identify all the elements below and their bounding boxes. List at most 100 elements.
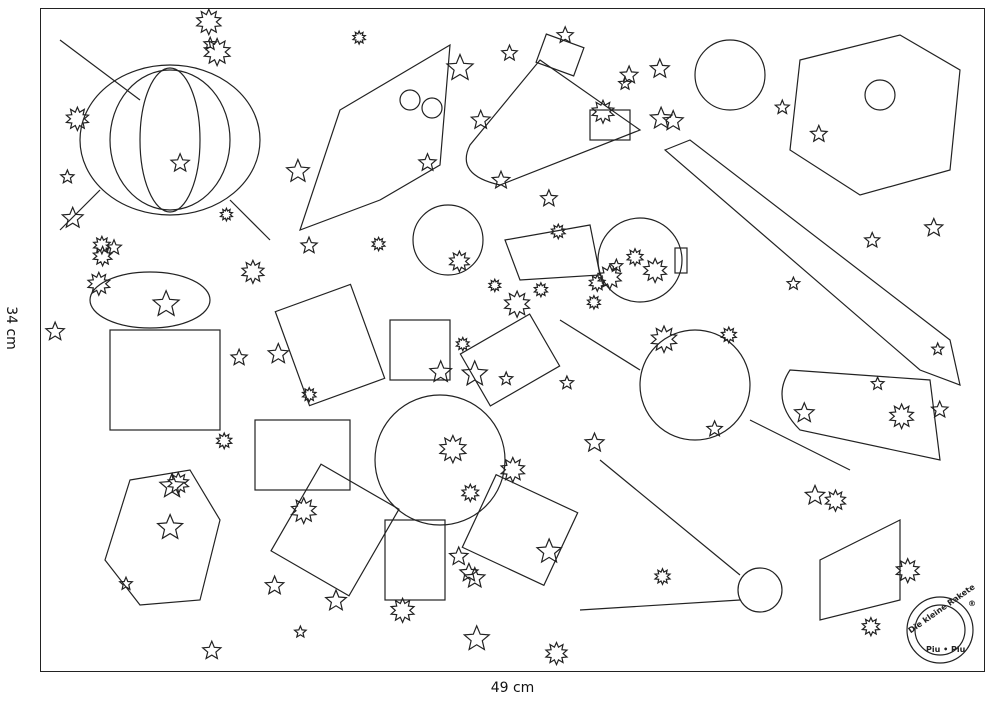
star-icon [169, 152, 191, 173]
polyhedral-satellite-illustration [104, 469, 221, 606]
star-icon [60, 205, 85, 229]
star-icon [535, 537, 563, 564]
star-icon [105, 238, 123, 256]
star-icon [263, 574, 286, 595]
star-icon [608, 257, 625, 273]
probe-illustration [504, 217, 688, 303]
star-icon [462, 624, 491, 651]
star-icon [301, 386, 318, 404]
star-icon [823, 488, 847, 513]
star-icon [351, 29, 367, 46]
launch-rocket-illustration [663, 139, 961, 386]
star-icon [590, 98, 616, 125]
star-icon [202, 36, 232, 68]
star-icon [500, 43, 519, 62]
height-dimension-label: 34 cm [3, 306, 19, 350]
star-icon [719, 325, 738, 345]
svg-text:Piu • Piu: Piu • Piu [926, 645, 966, 654]
star-icon [863, 230, 882, 249]
star-icon [661, 109, 685, 131]
star-icon [469, 108, 492, 130]
star-icon [448, 545, 470, 566]
star-icon [785, 275, 802, 291]
star-icon [860, 616, 881, 638]
width-dimension-label: 49 cm [490, 680, 535, 696]
moon-illustration [694, 39, 766, 111]
star-icon [532, 281, 549, 299]
star-icon [266, 341, 290, 364]
star-icon [888, 402, 915, 431]
star-icon [809, 123, 829, 143]
star-icon [803, 483, 827, 506]
star-icon [445, 52, 475, 81]
star-icon [460, 359, 489, 387]
sphere-satellite-illustration [559, 319, 851, 471]
star-icon [417, 152, 438, 172]
star-icon [454, 336, 471, 353]
star-icon [428, 359, 453, 383]
star-icon [195, 7, 223, 37]
star-icon [64, 105, 90, 133]
star-icon [648, 57, 671, 79]
star-icon [705, 419, 724, 437]
star-icon [793, 401, 816, 423]
star-icon [92, 234, 112, 256]
star-icon [618, 64, 640, 84]
star-icon [460, 482, 481, 504]
star-icon [869, 375, 886, 391]
star-icon [463, 566, 487, 589]
star-icon [156, 512, 185, 540]
brand-logo: Die kleine Rakete Piu • Piu ® [906, 582, 977, 664]
star-icon [498, 370, 515, 386]
star-icon [490, 169, 512, 190]
star-icon [586, 294, 602, 311]
planet-illustration [412, 204, 484, 276]
capsule-illustration [465, 33, 642, 186]
satellite-drum-illustration [59, 39, 271, 241]
star-icon [555, 25, 575, 44]
star-icon [448, 249, 471, 274]
star-icon [642, 256, 668, 284]
star-icon [487, 277, 503, 294]
svg-text:®: ® [968, 599, 976, 608]
star-icon [625, 247, 645, 268]
star-icon [438, 434, 468, 465]
star-icon [215, 431, 234, 451]
star-icon [617, 75, 633, 91]
star-icon [539, 188, 559, 207]
star-icon [389, 596, 416, 624]
star-icon [240, 258, 266, 285]
sputnik-illustration [579, 459, 783, 613]
star-icon [923, 216, 945, 237]
cartoon-rocket-illustration [299, 43, 451, 232]
star-icon [201, 639, 223, 660]
star-icon [44, 320, 66, 341]
star-icon [558, 374, 576, 390]
star-icon [544, 640, 569, 667]
star-icon [324, 588, 348, 611]
star-icon [151, 289, 181, 317]
star-icon [299, 235, 319, 254]
star-icon [653, 567, 672, 586]
dish-satellite-illustration [89, 271, 221, 431]
star-icon [290, 496, 318, 526]
star-icon [219, 206, 234, 223]
star-icon [202, 35, 218, 51]
svg-text:Die kleine Rakete: Die kleine Rakete [907, 582, 977, 635]
star-icon [166, 471, 190, 496]
star-icon [549, 222, 567, 241]
cartoon-rocket-small-illustration [819, 519, 901, 621]
star-icon [370, 235, 387, 253]
star-icon [86, 270, 112, 297]
space-station-illustration [254, 283, 579, 601]
star-icon [503, 289, 531, 319]
star-icon [285, 157, 311, 183]
star-icon [648, 105, 674, 130]
star-icon [930, 341, 946, 356]
nose-cone-illustration [781, 369, 941, 461]
satellite-octagon-illustration [789, 34, 961, 196]
star-icon [583, 431, 606, 453]
coloring-page-frame [40, 8, 985, 672]
stars-layer [44, 7, 950, 667]
